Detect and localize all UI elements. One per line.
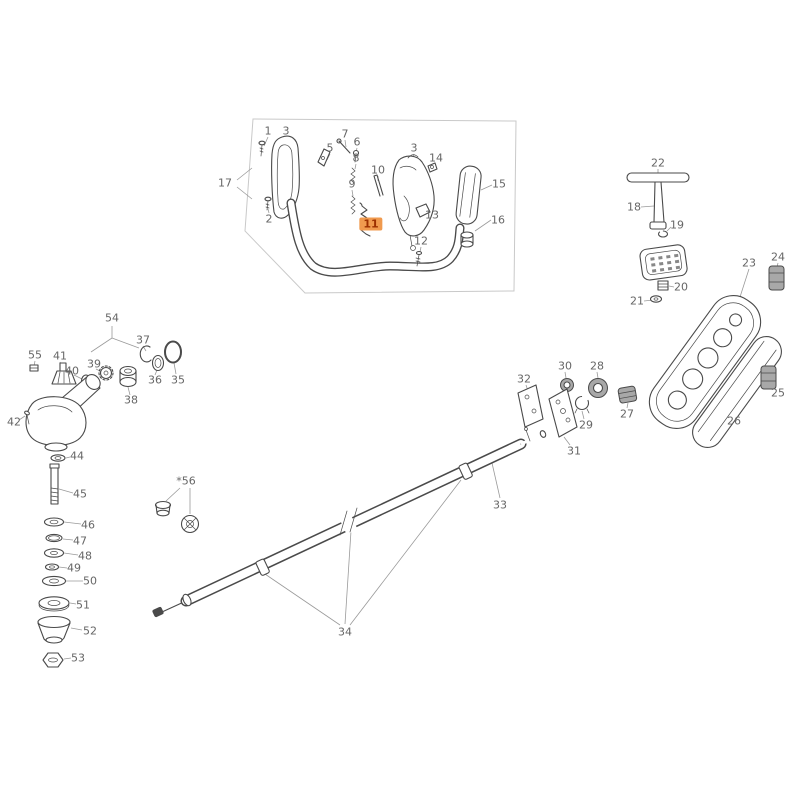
part-callout-28[interactable]: 28 — [590, 359, 604, 373]
part-callout-25[interactable]: 25 — [771, 386, 785, 400]
part-callout-20[interactable]: 20 — [674, 280, 688, 294]
handlebar-tube-drawing — [286, 198, 465, 277]
part-callout-8[interactable]: 8 — [352, 151, 360, 165]
part-callout-44[interactable]: 44 — [70, 449, 84, 463]
part-callout-53[interactable]: 53 — [71, 651, 85, 665]
part-callout-10[interactable]: 10 — [371, 163, 385, 177]
part-callout-40[interactable]: 40 — [65, 364, 79, 378]
part-callout-32[interactable]: 32 — [517, 372, 531, 386]
part-callout-6[interactable]: 6 — [353, 135, 361, 149]
part-callout-50[interactable]: 50 — [83, 574, 97, 588]
drive-shaft-drawing — [152, 430, 547, 618]
part-callout-5[interactable]: 5 — [326, 141, 334, 155]
part-callout-30[interactable]: 30 — [558, 359, 572, 373]
part-callout-34[interactable]: 34 — [338, 625, 352, 639]
part-callout-23[interactable]: 23 — [742, 256, 756, 270]
part-callout-21[interactable]: 21 — [630, 294, 644, 308]
part-callout-19[interactable]: 19 — [670, 218, 684, 232]
mounts-drawing — [560, 265, 785, 414]
filter-cover-drawing — [639, 244, 688, 303]
bracket-plates-drawing — [517, 384, 578, 442]
part-callout-24[interactable]: 24 — [771, 250, 785, 264]
group-enclosure — [244, 118, 517, 294]
part-callout-3[interactable]: 3 — [410, 141, 418, 155]
part-callout-1[interactable]: 1 — [264, 124, 272, 138]
grip-drawing — [455, 165, 482, 248]
part-callout-13[interactable]: 13 — [425, 208, 439, 222]
part-callout-41[interactable]: 41 — [53, 349, 67, 363]
part-callout-33[interactable]: 33 — [493, 498, 507, 512]
part-callout-39[interactable]: 39 — [87, 357, 101, 371]
t-wrench-drawing — [626, 172, 690, 238]
part-callout-49[interactable]: 49 — [67, 561, 81, 575]
throttle-handle-drawing — [392, 154, 438, 237]
part-callout-12[interactable]: 12 — [414, 234, 428, 248]
part-callout-56[interactable]: *56 — [176, 474, 196, 488]
part-callout-16[interactable]: 16 — [491, 213, 505, 227]
part-callout-45[interactable]: 45 — [73, 487, 87, 501]
fastener-kit-drawing — [154, 500, 200, 534]
part-callout-38[interactable]: 38 — [124, 393, 138, 407]
part-callout-42[interactable]: 42 — [7, 415, 21, 429]
part-callout-35[interactable]: 35 — [171, 373, 185, 387]
part-callout-46[interactable]: 46 — [81, 518, 95, 532]
part-callout-14[interactable]: 14 — [429, 151, 443, 165]
part-callout-54[interactable]: 54 — [105, 311, 119, 325]
part-callout-31[interactable]: 31 — [567, 444, 581, 458]
part-callout-3[interactable]: 3 — [282, 124, 290, 138]
part-callout-17[interactable]: 17 — [218, 176, 232, 190]
part-callout-26[interactable]: 26 — [727, 414, 741, 428]
part-callout-9[interactable]: 9 — [348, 177, 356, 191]
part-callout-27[interactable]: 27 — [620, 407, 634, 421]
part-callout-48[interactable]: 48 — [78, 549, 92, 563]
front-handle-drawing — [258, 135, 300, 219]
part-callout-37[interactable]: 37 — [136, 333, 150, 347]
part-callout-2[interactable]: 2 — [265, 212, 273, 226]
part-callout-36[interactable]: 36 — [148, 373, 162, 387]
engine-cover-drawing — [648, 295, 782, 449]
part-callout-55[interactable]: 55 — [28, 348, 42, 362]
part-callout-51[interactable]: 51 — [76, 598, 90, 612]
part-callout-7[interactable]: 7 — [341, 127, 349, 141]
part-callout-22[interactable]: 22 — [651, 156, 665, 170]
part-callout-52[interactable]: 52 — [83, 624, 97, 638]
cover-plate-drawing — [692, 335, 782, 449]
part-callout-29[interactable]: 29 — [579, 418, 593, 432]
part-callout-47[interactable]: 47 — [73, 534, 87, 548]
gear-head-drawing — [24, 340, 182, 668]
part-callout-18[interactable]: 18 — [627, 200, 641, 214]
part-callout-15[interactable]: 15 — [492, 177, 506, 191]
part-callout-11[interactable]: 11 — [359, 217, 383, 231]
